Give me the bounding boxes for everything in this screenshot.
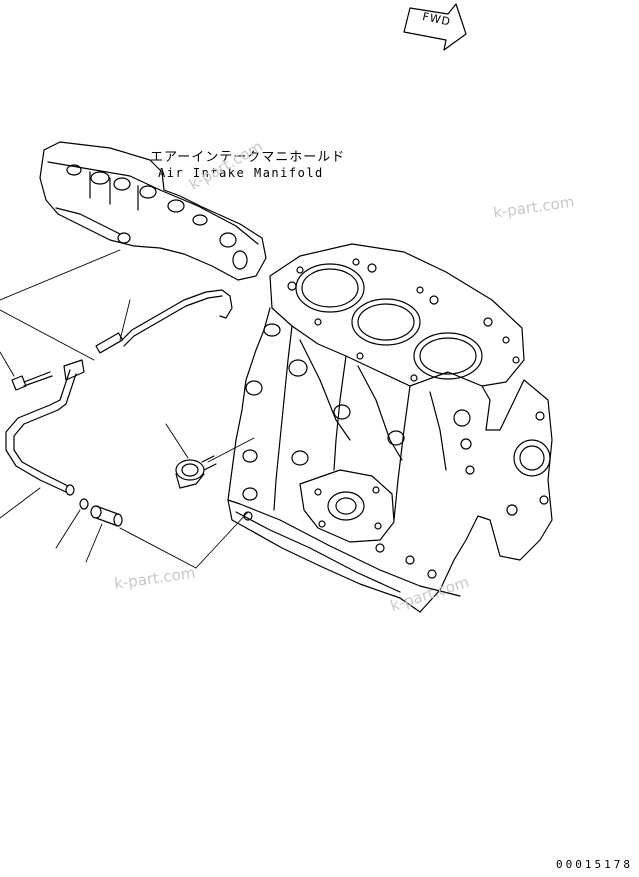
bolt-icon (12, 372, 52, 390)
manifold-label-english: Air Intake Manifold (158, 166, 324, 180)
leader-lines (0, 250, 254, 568)
union-fitting-icon (91, 506, 122, 526)
fwd-arrow-icon (404, 4, 466, 50)
manifold-label-japanese: エアーインテークマニホールド (150, 150, 346, 165)
o-ring-icon (80, 499, 88, 509)
air-intake-manifold-icon (40, 142, 266, 280)
drawing-number: 00015178 (556, 858, 633, 871)
oil-pipe-icon (6, 360, 84, 495)
dipstick-guide-icon (96, 290, 232, 353)
oil-pressure-switch-icon (176, 456, 216, 488)
cylinder-block-icon (228, 244, 552, 612)
